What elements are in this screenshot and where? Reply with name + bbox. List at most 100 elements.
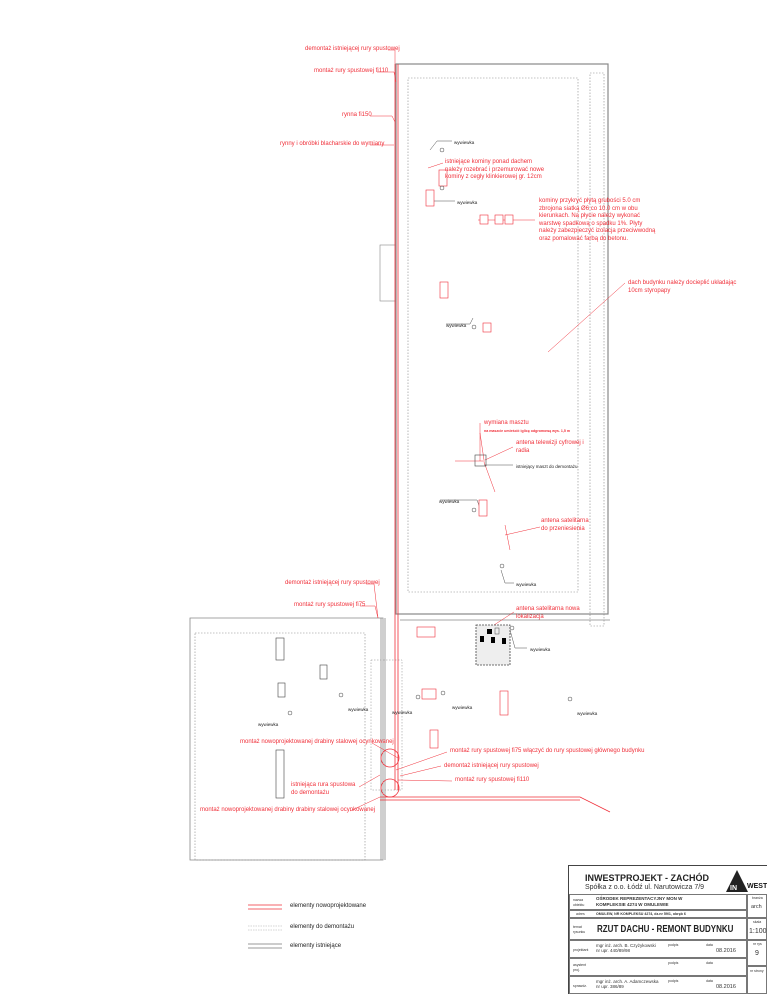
satellite-antenna-platform <box>475 624 511 666</box>
line: 10cm styropapy <box>628 287 671 294</box>
label: podpis <box>668 943 679 947</box>
annex-building-outline <box>189 617 403 861</box>
label-antena-tv: antena telewizji cyfrowej i radia <box>516 440 584 455</box>
label: temat rysunku <box>573 925 586 934</box>
label-maszt-demontaz: istniejący maszt do demontażu <box>516 464 578 469</box>
label-demontaz-top: demontaż istniejącej rury spustowej <box>305 46 400 52</box>
line: mgr inż. arch. B. Czyżykowski <box>596 943 656 948</box>
label: nazwa obiektu <box>573 898 585 907</box>
label-wywiewka: wywiewka <box>516 582 537 587</box>
label-wymiana-masztu: wymiana masztu <box>484 420 529 426</box>
cell-branza: branża arch <box>747 894 767 918</box>
label-montaz-fi75: montaż rury spustowej fi75 <box>294 602 366 608</box>
label-iglica: na maszcie umieścić iglicę odgromową wys… <box>484 429 571 433</box>
label-drabina-1: montaż nowoprojektowanej drabiny stalowe… <box>240 739 394 745</box>
label: data <box>706 979 713 983</box>
line: do demontażu <box>291 789 330 796</box>
label-wywiewka: wywiewka <box>439 499 460 504</box>
line: zbrojona siatką Ø6 co 10.0 cm w obu <box>539 205 638 212</box>
legend-demolish: elementy do demontażu <box>290 924 355 930</box>
label-kominy-przykryc: kominy przykryć płytą grubości 5.0 cm zb… <box>539 198 655 243</box>
label-wywiewka: wywiewka <box>446 323 467 328</box>
label-wywiewka: wywiewka <box>454 140 475 145</box>
label-rynna: rynna fi150 <box>342 112 372 118</box>
drawing-title: RZUT DACHU - REMONT BUDYNKU <box>597 924 734 935</box>
row-projektant: projektant mgr inż. arch. B. Czyżykowski… <box>569 940 747 958</box>
value: 1:100 <box>749 928 767 935</box>
label: adres <box>576 912 585 916</box>
value: 9 <box>755 950 759 957</box>
label-fi75-wlaczyc: montaż rury spustowej fi75 włączyć do ru… <box>450 748 645 754</box>
label: projektant <box>573 948 589 952</box>
row-obiekt: nazwa obiektu OŚRODEK REPREZENTACYJNY MO… <box>569 894 747 910</box>
label: branża <box>752 896 763 900</box>
legend-new: elementy nowoprojektowane <box>290 903 367 909</box>
label-wywiewka: wywiewka <box>457 200 478 205</box>
value: 08.2016 <box>716 948 736 954</box>
value: 08.2016 <box>716 984 736 990</box>
label-wywiewka: wywiewka <box>530 647 551 652</box>
label-wywiewka: wywiewka <box>577 711 598 716</box>
svg-text:WEST: WEST <box>747 883 767 890</box>
line: nr upr. 440/89/98 <box>596 948 631 953</box>
label: skala <box>753 920 762 924</box>
line: mgr inż. arch. A. Adamczewska <box>596 979 659 984</box>
label-kominy-istniejace: istniejące kominy ponad dachem należy ro… <box>445 159 544 182</box>
label-drabina-2: montaż nowoprojektowanej drabiny drabiny… <box>200 807 376 813</box>
line: kominy przykryć płytą grubości 5.0 cm <box>539 198 641 204</box>
company-logo: IN WEST <box>725 870 768 892</box>
line: antena telewizji cyfrowej i <box>516 440 584 446</box>
label: nr rys <box>753 942 762 946</box>
line: do przeniesienia <box>541 525 585 532</box>
label: podpis <box>668 979 679 983</box>
line: dach budynku należy docieplić układając <box>628 280 737 286</box>
line: nr upr. 386/89 <box>596 984 624 989</box>
line: istniejące kominy ponad dachem <box>445 159 533 165</box>
label-wywiewka: wywiewka <box>392 710 413 715</box>
line: kominy z cegły klinkierowej gr. 12cm <box>445 174 542 180</box>
label: asystent proj. <box>573 963 587 972</box>
main-building-outline <box>379 63 610 627</box>
value: OMULEW, NR KOMPLEKSU 4274, dz.nr 59/1, o… <box>596 912 686 916</box>
cell-nr-rys: nr rys 9 <box>747 940 767 966</box>
company-name: INWESTPROJEKT - ZACHÓD <box>585 873 710 883</box>
line: radia <box>516 447 530 454</box>
label-antena-sat-przeniesienie: antena satelitarna do przeniesienia <box>541 518 589 533</box>
label-wywiewka: wywiewka <box>452 705 473 710</box>
label-montaz-fi110-top: montaż rury spustowej fi110 <box>314 68 389 74</box>
line: warstwę spadkową o spadku 1%. Płyty <box>539 220 643 227</box>
line: antena satelitarna <box>541 518 589 524</box>
value: arch <box>751 904 762 910</box>
line: należy zabezpieczyć izolacja przeciwwodn… <box>539 228 656 234</box>
line: oraz pomalować farbą do betonu. <box>539 235 629 242</box>
row-adres: adres OMULEW, NR KOMPLEKSU 4274, dz.nr 5… <box>569 910 747 918</box>
line: lokalizacja <box>516 613 544 620</box>
row-temat: temat rysunku RZUT DACHU - REMONT BUDYNK… <box>569 918 747 940</box>
vents <box>287 147 573 716</box>
line: kierunkach. Na płycie należy wykonać <box>539 213 641 219</box>
label-demontaz-low: demontaż istniejącej rury spustowej <box>444 763 539 769</box>
legend-existing: elementy istniejące <box>290 943 342 949</box>
mast <box>474 454 487 467</box>
line: istniejąca rura spustowa <box>291 782 356 788</box>
cell-skala: skala 1:100 <box>747 918 767 940</box>
line: należy rozebrać i przemurować nowe <box>445 166 545 173</box>
label-dach: dach budynku należy docieplić układając … <box>628 280 736 295</box>
line: OŚRODEK REPREZENTACYJNY MON W <box>596 896 683 901</box>
legend-swatches <box>248 904 282 949</box>
svg-text:IN: IN <box>730 885 737 892</box>
label-wywiewka: wywiewka <box>258 722 279 727</box>
label: sprawdz. <box>573 984 588 988</box>
label: data <box>706 961 713 965</box>
company-address: Spółka z o.o. Łódź ul. Narutowicza 7/9 <box>585 884 705 891</box>
label-antena-sat-nowa: antena satelitarna nowa lokalizacja <box>516 606 580 621</box>
existing-chimneys <box>275 637 328 799</box>
label-rynny-obrobki: rynny i obróbki blacharskie do wymiany <box>280 141 385 147</box>
line: antena satelitarna nowa <box>516 606 580 612</box>
new-gutters <box>380 64 611 813</box>
label: nr strony <box>750 969 764 973</box>
